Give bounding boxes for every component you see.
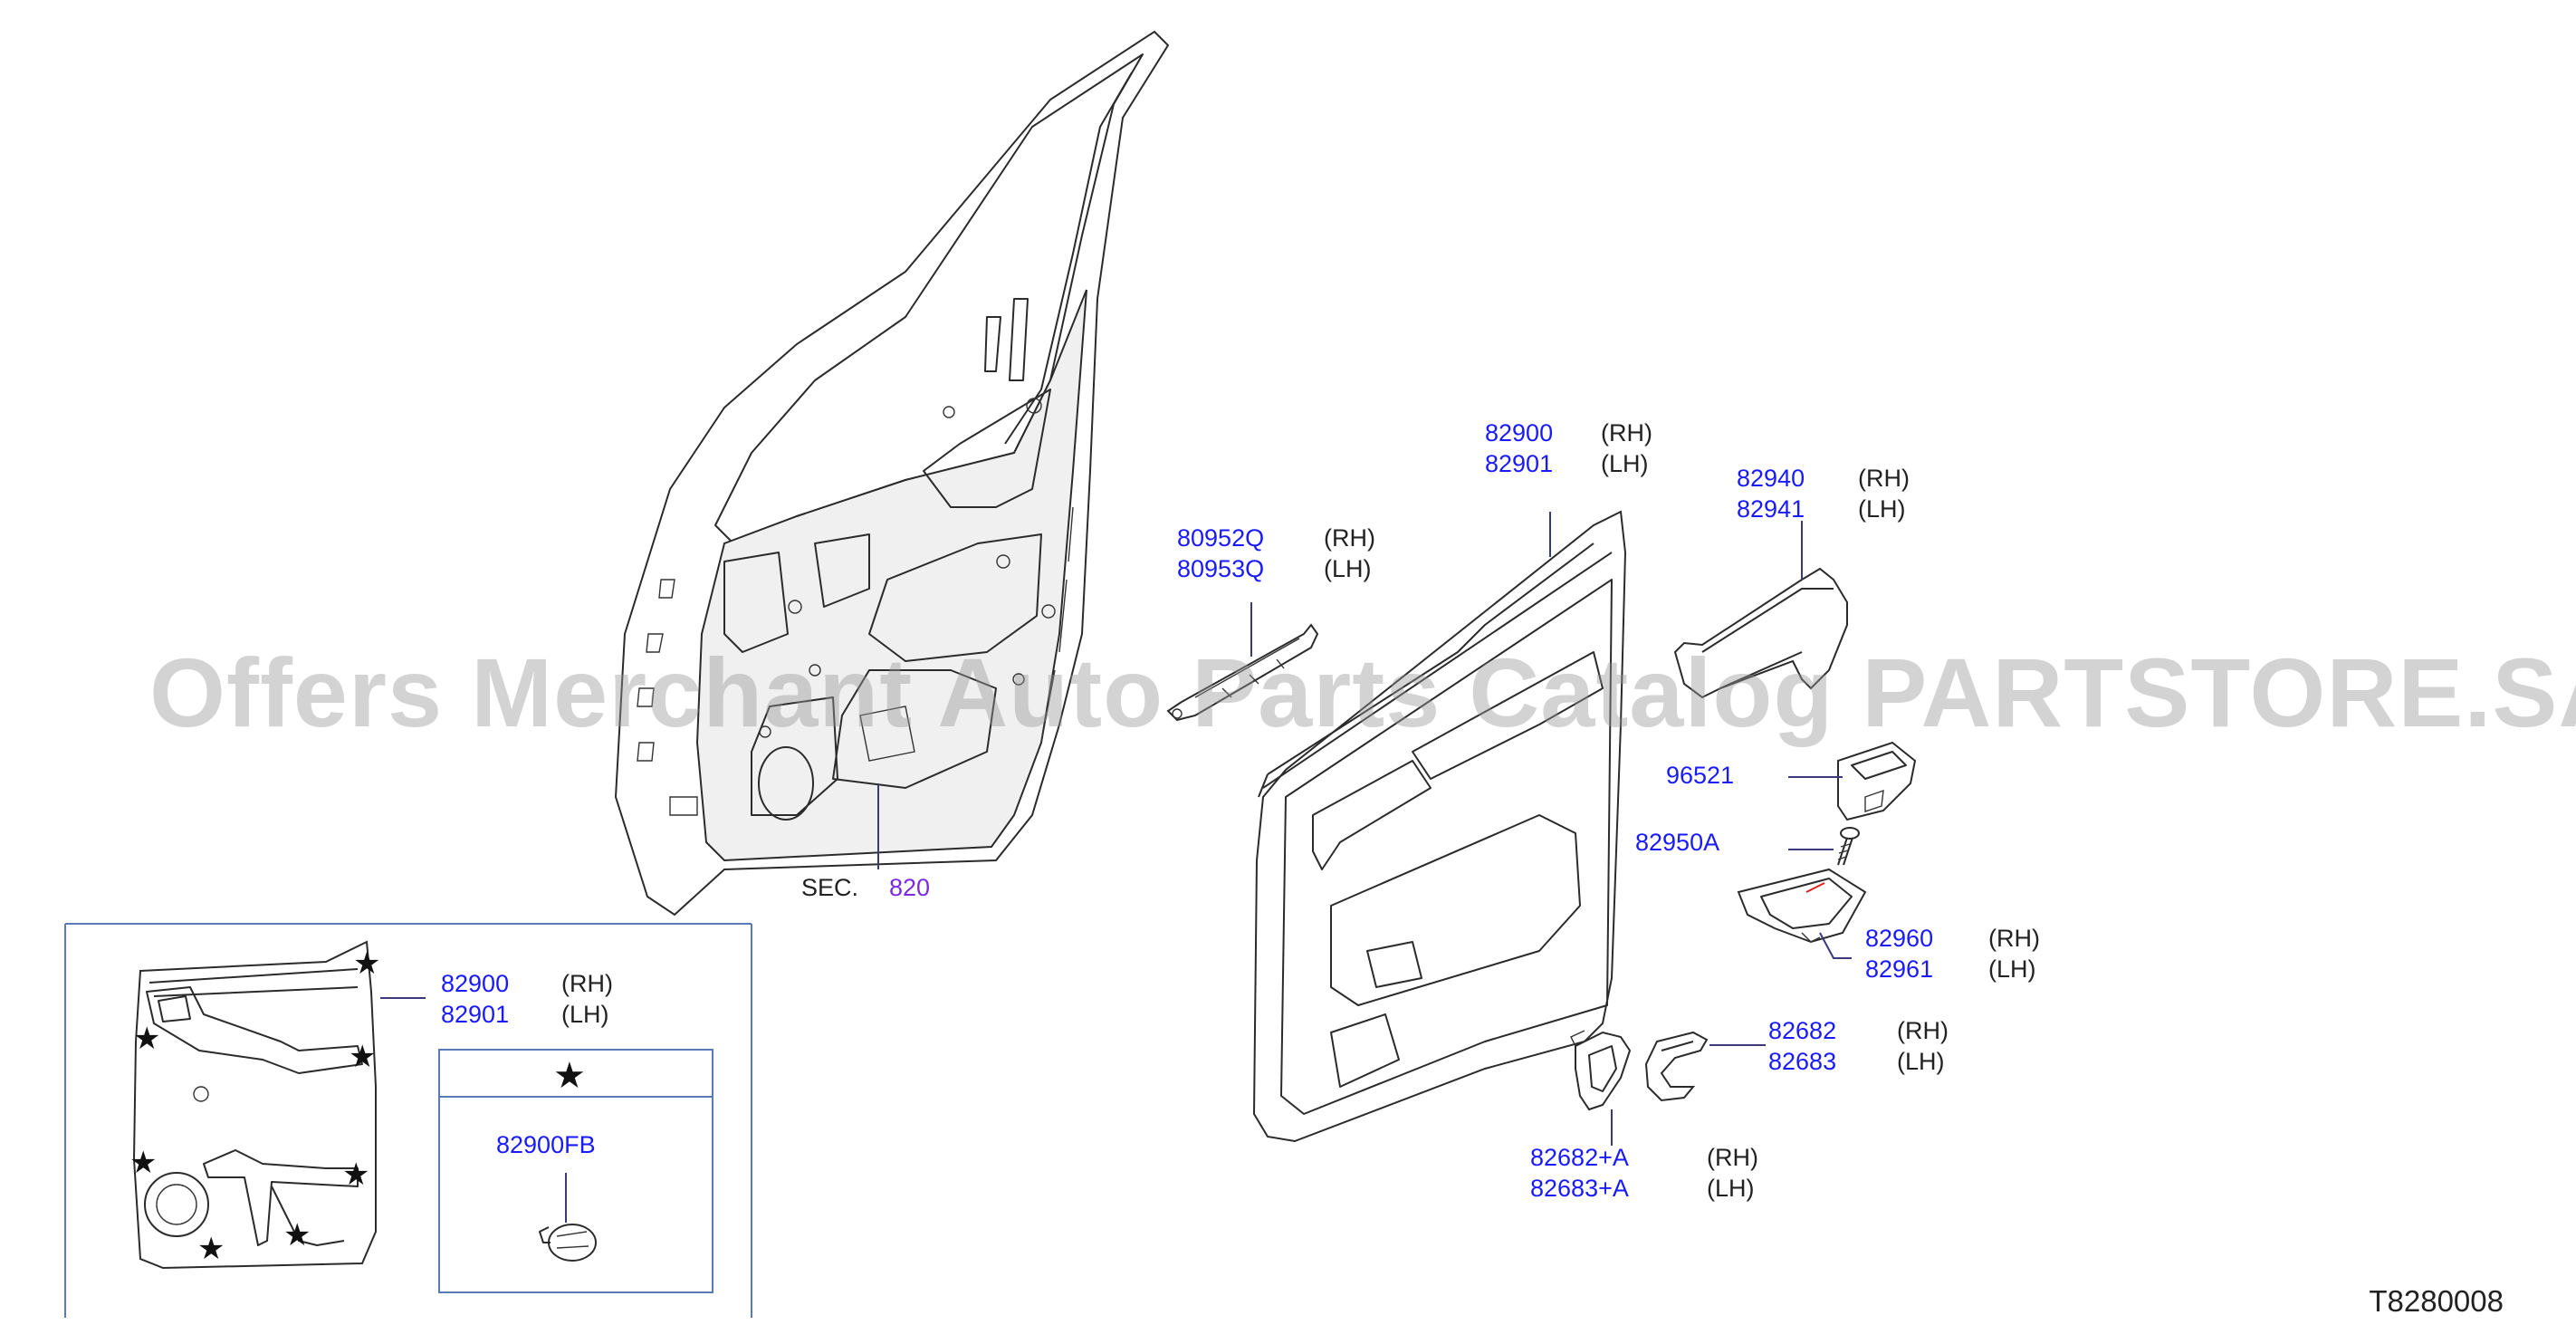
part-82683-link[interactable]: 82683 — [1768, 1048, 1837, 1075]
door-trim-illustration — [1252, 510, 1627, 1143]
part-82940-side: (RH) — [1858, 465, 1910, 492]
clip-marker-star-6: ★ — [283, 1217, 311, 1253]
pull-pocket-illustration — [1737, 868, 1867, 944]
clip-legend-box: ★ — [438, 1049, 713, 1293]
part-82940-link[interactable]: 82940 — [1737, 465, 1805, 492]
part-80953q-side: (LH) — [1324, 555, 1372, 582]
clip-location-markers: ★ ★ ★ ★ ★ ★ ★ — [129, 946, 380, 1267]
switch-finisher-illustration — [1837, 741, 1917, 821]
clip-marker-star-7: ★ — [197, 1231, 225, 1267]
escutcheon-illustration — [1570, 1030, 1632, 1111]
clip-marker-star-4: ★ — [129, 1145, 157, 1181]
part-82683-side: (LH) — [1897, 1048, 1945, 1075]
part-82901-side: (LH) — [1601, 450, 1649, 477]
part-82900fb-link[interactable]: 82900FB — [496, 1131, 596, 1158]
diagram-code: T8280008 — [2369, 1284, 2504, 1318]
inset-part-82900-side: (RH) — [561, 970, 613, 997]
pull-handle-illustration — [1673, 567, 1848, 699]
clip-illustration — [539, 1173, 597, 1262]
inset-part-82901-link[interactable]: 82901 — [441, 1001, 510, 1028]
inset-part-82901-side: (LH) — [561, 1001, 609, 1028]
part-82960-side: (RH) — [1988, 925, 2040, 952]
door-frame-illustration — [614, 30, 1170, 917]
clip-marker-star-2: ★ — [133, 1021, 160, 1057]
clip-legend-divider — [440, 1096, 712, 1098]
part-82941-side: (LH) — [1858, 495, 1906, 523]
part-82961-link[interactable]: 82961 — [1865, 955, 1934, 983]
part-82941-link[interactable]: 82941 — [1737, 495, 1805, 523]
part-82901-link[interactable]: 82901 — [1485, 450, 1554, 477]
part-82683a-side: (LH) — [1707, 1175, 1755, 1202]
part-80953q-link[interactable]: 80953Q — [1177, 555, 1265, 582]
inset-trim-back-illustration — [132, 940, 377, 1270]
part-82682a-side: (RH) — [1707, 1144, 1758, 1171]
part-80952q-link[interactable]: 80952Q — [1177, 524, 1265, 552]
part-82682a-link[interactable]: 82682+A — [1530, 1144, 1629, 1171]
pull-pocket-leader — [1819, 932, 1852, 959]
part-82900-side: (RH) — [1601, 419, 1652, 446]
part-96521-link[interactable]: 96521 — [1666, 762, 1735, 789]
part-82682-side: (RH) — [1897, 1017, 1949, 1044]
screw-illustration — [1837, 827, 1860, 866]
part-82682-link[interactable]: 82682 — [1768, 1017, 1837, 1044]
part-82960-link[interactable]: 82960 — [1865, 925, 1934, 952]
legend-star-icon: ★ — [553, 1056, 586, 1096]
section-prefix: SEC. — [801, 874, 859, 901]
inside-handle-illustration — [1644, 1031, 1709, 1102]
inset-part-82900-link[interactable]: 82900 — [441, 970, 510, 997]
part-82683a-link[interactable]: 82683+A — [1530, 1175, 1629, 1202]
bracket-illustration — [1166, 623, 1319, 722]
clip-marker-star-3: ★ — [349, 1039, 376, 1075]
part-80952q-side: (RH) — [1324, 524, 1375, 552]
part-82961-side: (LH) — [1988, 955, 2036, 983]
clip-marker-star-5: ★ — [342, 1157, 369, 1193]
part-82950a-link[interactable]: 82950A — [1635, 829, 1720, 856]
clip-marker-star-1: ★ — [353, 946, 380, 982]
part-82900-link[interactable]: 82900 — [1485, 419, 1554, 446]
section-820-link[interactable]: 820 — [889, 874, 931, 901]
